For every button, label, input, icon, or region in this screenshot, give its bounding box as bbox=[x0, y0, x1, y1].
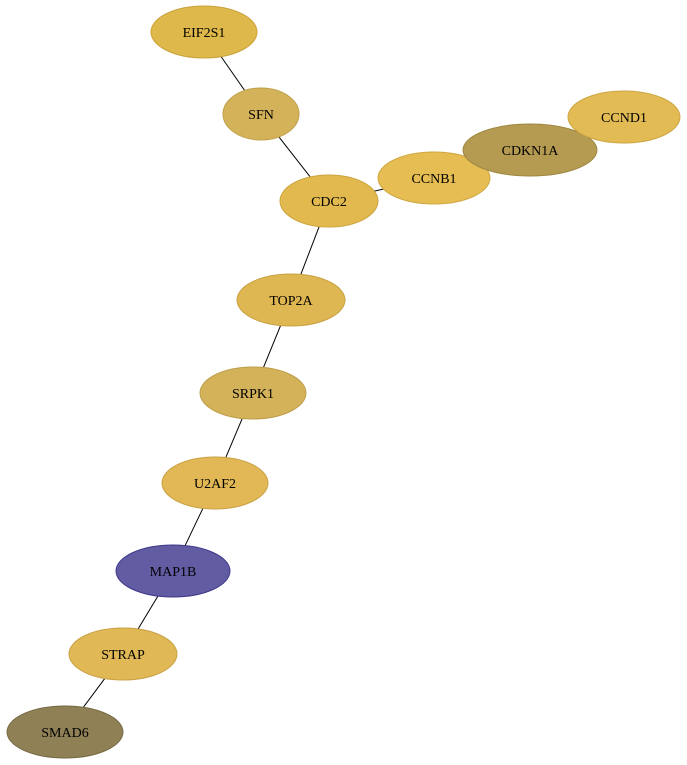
edge-strap-smad6 bbox=[82, 678, 106, 708]
node-label: SMAD6 bbox=[41, 726, 88, 741]
node-eif2s1[interactable]: EIF2S1 bbox=[150, 5, 258, 59]
edge-map1b-strap bbox=[137, 595, 159, 630]
node-shape bbox=[68, 627, 178, 681]
node-map1b[interactable]: MAP1B bbox=[115, 544, 231, 598]
node-label: SFN bbox=[248, 108, 274, 123]
node-label: CDKN1A bbox=[502, 144, 560, 159]
node-label: EIF2S1 bbox=[183, 26, 226, 41]
node-label: CCND1 bbox=[601, 111, 647, 126]
node-top2a[interactable]: TOP2A bbox=[236, 273, 346, 327]
edge-eif2s1-sfn bbox=[220, 56, 246, 91]
node-shape bbox=[236, 273, 346, 327]
node-shape bbox=[6, 705, 124, 759]
node-label: CCNB1 bbox=[411, 172, 456, 187]
node-label: SRPK1 bbox=[232, 387, 274, 402]
node-shape bbox=[222, 87, 300, 141]
node-label: MAP1B bbox=[150, 565, 197, 580]
edge-u2af2-map1b bbox=[184, 508, 204, 546]
node-label: CDC2 bbox=[311, 195, 347, 210]
node-shape bbox=[115, 544, 231, 598]
edge-cdc2-top2a bbox=[300, 226, 320, 275]
edge-srpk1-u2af2 bbox=[225, 418, 243, 458]
node-shape bbox=[462, 123, 598, 177]
node-label: TOP2A bbox=[269, 294, 313, 309]
node-ccnb1[interactable]: CCNB1 bbox=[377, 151, 491, 205]
node-shape bbox=[150, 5, 258, 59]
node-sfn[interactable]: SFN bbox=[222, 87, 300, 141]
node-strap[interactable]: STRAP bbox=[68, 627, 178, 681]
node-shape bbox=[279, 174, 379, 228]
node-u2af2[interactable]: U2AF2 bbox=[161, 456, 269, 510]
node-shape bbox=[199, 366, 307, 420]
edge-cdc2-ccnb1 bbox=[374, 188, 384, 192]
node-shape bbox=[161, 456, 269, 510]
edge-sfn-cdc2 bbox=[278, 136, 311, 178]
node-srpk1[interactable]: SRPK1 bbox=[199, 366, 307, 420]
node-label: STRAP bbox=[101, 648, 145, 663]
node-label: U2AF2 bbox=[194, 477, 236, 492]
node-shape bbox=[567, 90, 681, 144]
edge-top2a-srpk1 bbox=[262, 325, 282, 368]
node-shape bbox=[377, 151, 491, 205]
edge-layer bbox=[82, 56, 580, 708]
node-ccnd1[interactable]: CCND1 bbox=[567, 90, 681, 144]
node-cdkn1a[interactable]: CDKN1A bbox=[462, 123, 598, 177]
node-smad6[interactable]: SMAD6 bbox=[6, 705, 124, 759]
node-cdc2[interactable]: CDC2 bbox=[279, 174, 379, 228]
